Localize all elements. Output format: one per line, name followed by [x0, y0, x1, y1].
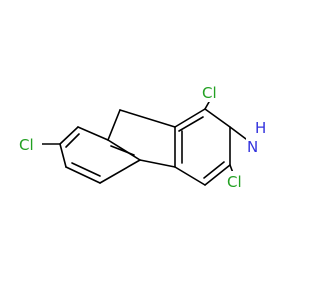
bond-c8a-c8: [77, 126, 109, 141]
molecule-canvas: Cl Cl Cl N H: [18, 82, 267, 191]
bond-c1-cl: [204, 101, 210, 110]
amine-hydrogen-label: H: [255, 119, 266, 137]
bond-c5-c4b: [99, 159, 141, 184]
bond-c8-c7: [59, 126, 79, 145]
bond-c4b-c4a: [139, 159, 176, 168]
bond-c6-c5-inner: [71, 162, 101, 177]
chlorine-atom-label-1: Cl: [202, 84, 217, 102]
bond-c9-c9a: [119, 109, 176, 128]
chlorine-atom-label-3: Cl: [227, 173, 242, 191]
bond-c2-n: [229, 126, 247, 140]
bond-c1-c2: [204, 108, 231, 128]
bond-c7-c6: [59, 143, 67, 168]
bond-c9-c8a: [107, 109, 121, 141]
bond-c6-c5: [65, 166, 101, 184]
structure-diagram: Cl Cl Cl N H: [18, 82, 266, 191]
bond-c9a-c1: [174, 108, 206, 128]
bonds: [41, 101, 247, 186]
chlorine-atom-label-7: Cl: [19, 136, 34, 154]
bond-c8-c7-inner: [65, 133, 80, 148]
nitrogen-atom-label: N: [247, 138, 258, 156]
bond-c3-c4: [204, 164, 231, 186]
atom-labels: Cl Cl Cl N H: [18, 82, 266, 191]
bond-c4b-c8a-inner: [110, 145, 135, 156]
bond-c1-c1-inner: [178, 116, 204, 132]
bond-c4-c4a: [174, 166, 206, 186]
bond-c3-c4-inner: [203, 161, 225, 179]
bond-c4b-c8a: [107, 139, 141, 161]
